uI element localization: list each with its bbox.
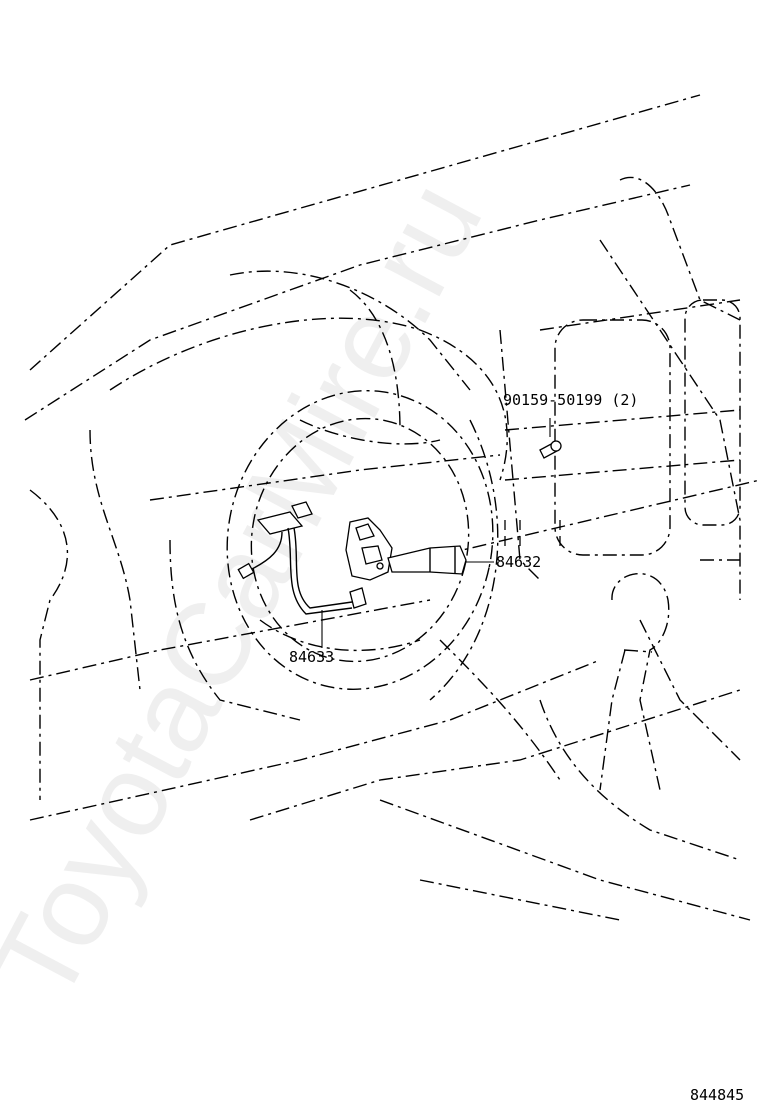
figure-id: 844845 (690, 1086, 744, 1104)
callout-lever-label: 84632 (496, 553, 541, 571)
bolt-part (539, 418, 562, 459)
shift-knob (599, 573, 670, 791)
wire-harness-part (237, 501, 367, 648)
cruise-lever-switch-part (345, 517, 494, 581)
dashboard-outline (24, 94, 760, 921)
callout-bolt-label: 90159-50199 (2) (503, 391, 638, 409)
watermark-text: ToyotaCarMire.ru (0, 161, 508, 1022)
callout-harness-label: 84633 (289, 648, 334, 666)
center-console-outline (499, 299, 741, 581)
